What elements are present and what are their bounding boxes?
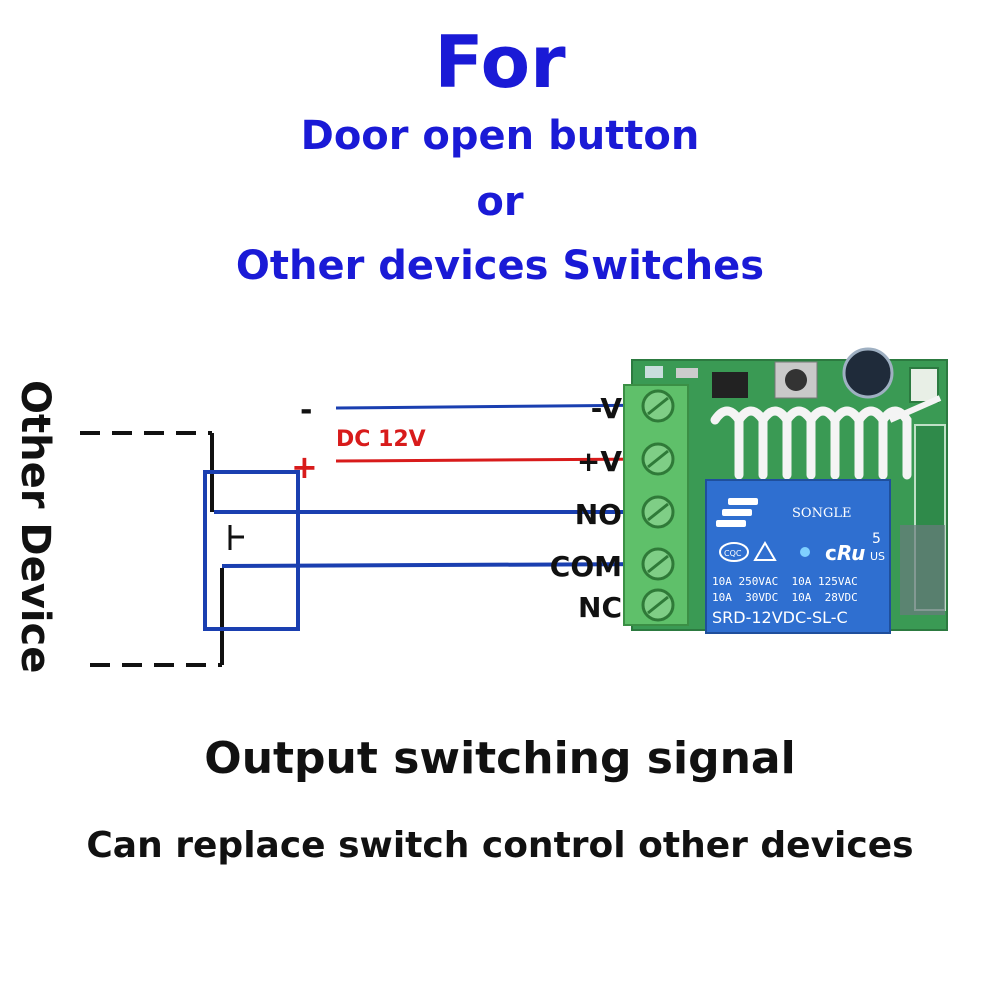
terminal-label-2: NO (575, 498, 622, 531)
relay-model: SRD-12VDC-SL-C (712, 608, 848, 627)
terminal-screw-slot (647, 595, 669, 615)
terminal-screw-slot (647, 396, 669, 416)
switch-symbol (228, 525, 244, 550)
songle-logo-icon (716, 498, 758, 527)
ce-mark-icon (753, 541, 777, 561)
terminal-label-0: -V (591, 392, 623, 425)
terminal-labels: -V +V NO COM NC (550, 392, 623, 624)
terminal-label-4: NC (578, 591, 622, 624)
antenna-coil (710, 406, 912, 480)
other-device-label: Other Device (12, 380, 58, 673)
title-for: For (434, 20, 566, 104)
relay: SONGLE 5 CQC cRu US 10A 250VAC 10A 125VA… (705, 479, 891, 634)
ul-mark-icon: cRu (825, 541, 865, 565)
switch-box (203, 470, 300, 631)
terminal-label-3: COM (550, 550, 622, 583)
capacitor (842, 347, 894, 399)
terminal-label-1: +V (577, 445, 622, 478)
replace-switch-caption: Can replace switch control other devices (86, 825, 914, 866)
relay-body (705, 479, 891, 634)
relay-rating-number: 5 (872, 531, 881, 547)
cqc-text: CQC (724, 549, 742, 558)
minus-sign: - (300, 393, 312, 428)
wire-negative (335, 403, 659, 410)
title-or: or (476, 179, 524, 225)
wire-positive (335, 457, 659, 463)
relay-brand: SONGLE (792, 506, 851, 521)
terminal-screw-slot (647, 554, 669, 574)
plus-sign: + (291, 448, 318, 486)
title-other-devices-switches: Other devices Switches (235, 243, 765, 289)
cqc-mark-icon (719, 542, 749, 562)
terminal-screw-slot (647, 502, 669, 522)
title-door-open-button: Door open button (300, 113, 700, 159)
terminal-screws (641, 389, 675, 622)
dc-12v-label: DC 12V (336, 427, 426, 452)
other-device-wiring (80, 431, 224, 667)
terminal-screw-slot (647, 449, 669, 469)
output-switching-signal: Output switching signal (204, 733, 796, 784)
relay-spec-line2: 10A 30VDC 10A 28VDC (712, 591, 858, 604)
relay-spec-line1: 10A 250VAC 10A 125VAC (712, 575, 858, 588)
wire-com (221, 562, 659, 568)
relay-rating-us: US (870, 550, 885, 563)
